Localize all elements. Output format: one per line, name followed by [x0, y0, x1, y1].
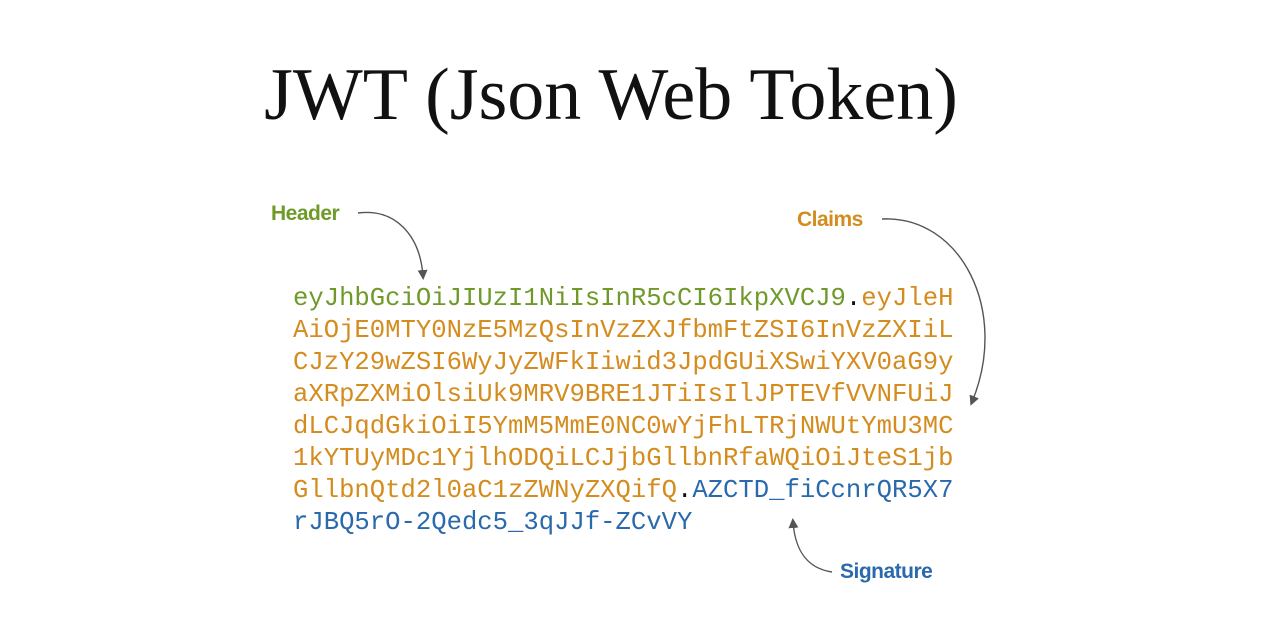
jwt-token: eyJhbGciOiJIUzI1NiIsInR5cCI6IkpXVCJ9.eyJ… — [293, 283, 953, 539]
token-signature: AZCTD_fiCcnrQR5X7rJBQ5rO-2Qedc5_3qJJf-ZC… — [293, 476, 954, 537]
page-title: JWT (Json Web Token) — [264, 54, 958, 136]
signature-label: Signature — [840, 560, 933, 583]
claims-label: Claims — [797, 208, 863, 231]
token-dot: . — [845, 284, 862, 313]
header-arrow — [357, 211, 428, 280]
token-claims: eyJleHAiOjE0MTY0NzE5MzQsInVzZXJfbmFtZSI6… — [293, 284, 954, 505]
header-label: Header — [271, 202, 340, 225]
token-dot: . — [676, 476, 693, 505]
token-header: eyJhbGciOiJIUzI1NiIsInR5cCI6IkpXVCJ9 — [293, 284, 846, 313]
signature-arrow — [788, 518, 833, 573]
claims-arrow — [881, 218, 986, 406]
